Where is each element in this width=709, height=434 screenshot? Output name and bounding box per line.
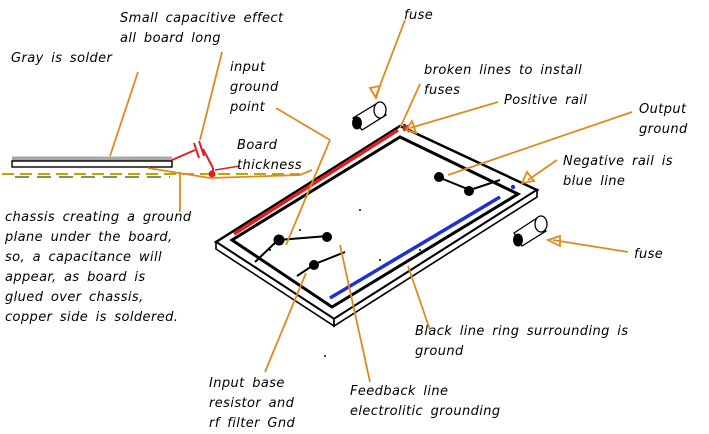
fuse-top-label: fuse bbox=[404, 8, 434, 23]
negative-rail-label: Negative rail is blue line bbox=[563, 154, 673, 189]
board-cross-section bbox=[2, 140, 300, 178]
speck bbox=[269, 249, 271, 251]
board-right-edge bbox=[333, 188, 538, 328]
capacitor-tail bbox=[214, 165, 241, 171]
leader-output-ground bbox=[447, 111, 633, 176]
black-line-label: Black line ring surrounding is ground bbox=[415, 324, 629, 359]
leader-input-base bbox=[264, 272, 307, 373]
broken-line-marker bbox=[403, 125, 409, 131]
arrowhead-fuse-top bbox=[368, 84, 382, 101]
fuse-right-label: fuse bbox=[634, 247, 664, 262]
leader-black-line bbox=[407, 265, 431, 331]
board-thickness-label: Board thickness bbox=[237, 138, 303, 173]
input-base-ground-point bbox=[309, 260, 319, 270]
capacitor-symbol bbox=[171, 140, 214, 176]
fuse-right bbox=[513, 215, 548, 247]
leader-feedback bbox=[339, 244, 371, 383]
speck bbox=[379, 259, 381, 261]
input-base-label: Input base resistor and rf filter Gnd bbox=[209, 376, 296, 431]
leader-fuse-right bbox=[552, 239, 629, 253]
ground-ring-line bbox=[229, 135, 522, 309]
arrowhead-negative bbox=[520, 170, 536, 185]
positive-rail-label: Positive rail bbox=[504, 93, 588, 108]
leader-board-thickness bbox=[147, 167, 313, 179]
board-perspective bbox=[213, 123, 540, 357]
leader-positive-rail bbox=[409, 101, 499, 129]
arrowhead-positive bbox=[404, 118, 418, 135]
arrowhead-fuse-right bbox=[545, 234, 561, 248]
speck bbox=[324, 355, 326, 357]
leader-broken-lines bbox=[399, 83, 421, 129]
board-edge bbox=[11, 160, 173, 168]
small-cap-label: Small capacitive effect all board long bbox=[120, 11, 284, 46]
feedback-ground-point bbox=[322, 232, 332, 242]
positive-rail-line bbox=[233, 128, 399, 236]
speck bbox=[419, 249, 421, 251]
input-ground-point bbox=[273, 234, 285, 246]
leader-lines bbox=[109, 19, 633, 383]
leader-input-ground bbox=[285, 139, 331, 246]
gray-solder-label: Gray is solder bbox=[11, 51, 113, 66]
leader-gray-solder bbox=[109, 71, 139, 157]
output-ground-label: Output ground bbox=[639, 102, 688, 137]
negative-rail-tip bbox=[510, 184, 516, 190]
speck bbox=[359, 209, 361, 211]
leader-negative-rail bbox=[527, 159, 558, 181]
output-ground-point-2 bbox=[464, 186, 474, 196]
input-ground-label: input ground point bbox=[230, 60, 279, 115]
broken-lines-label: broken lines to install fuses bbox=[424, 63, 583, 98]
leader-small-cap bbox=[199, 51, 223, 141]
chassis-label: chassis creating a ground plane under th… bbox=[5, 210, 192, 325]
capacitor-ground-node bbox=[208, 170, 216, 178]
fuse-top bbox=[352, 101, 388, 131]
speck bbox=[299, 229, 301, 231]
feedback-label: Feedback line electrolitic grounding bbox=[350, 384, 501, 419]
output-ground-point-1 bbox=[434, 172, 444, 182]
leader-input-ground-top bbox=[275, 107, 331, 141]
negative-rail-line bbox=[329, 195, 501, 300]
leader-fuse-top bbox=[375, 19, 406, 97]
